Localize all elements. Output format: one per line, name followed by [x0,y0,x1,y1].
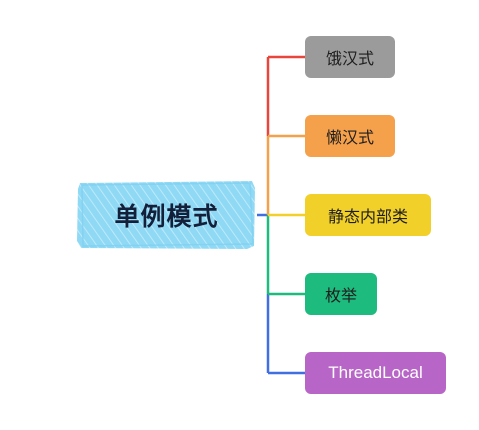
child-node-label: ThreadLocal [328,363,423,382]
child-node-lazy[interactable]: 懒汉式 [305,115,395,157]
child-node-label: 懒汉式 [325,128,374,147]
root-node-label: 单例模式 [114,202,219,231]
root-node[interactable]: 单例模式 [76,180,257,250]
child-node-threadlocal[interactable]: ThreadLocal [305,352,446,394]
child-node-enum[interactable]: 枚举 [305,273,377,315]
child-node-label: 静态内部类 [327,207,408,226]
child-node-label: 饿汉式 [325,49,374,68]
child-node-eager[interactable]: 饿汉式 [305,36,395,78]
root-node-hatch-fill [77,181,255,249]
child-node-static-inner-class[interactable]: 静态内部类 [305,194,431,236]
child-node-label: 枚举 [324,286,357,305]
